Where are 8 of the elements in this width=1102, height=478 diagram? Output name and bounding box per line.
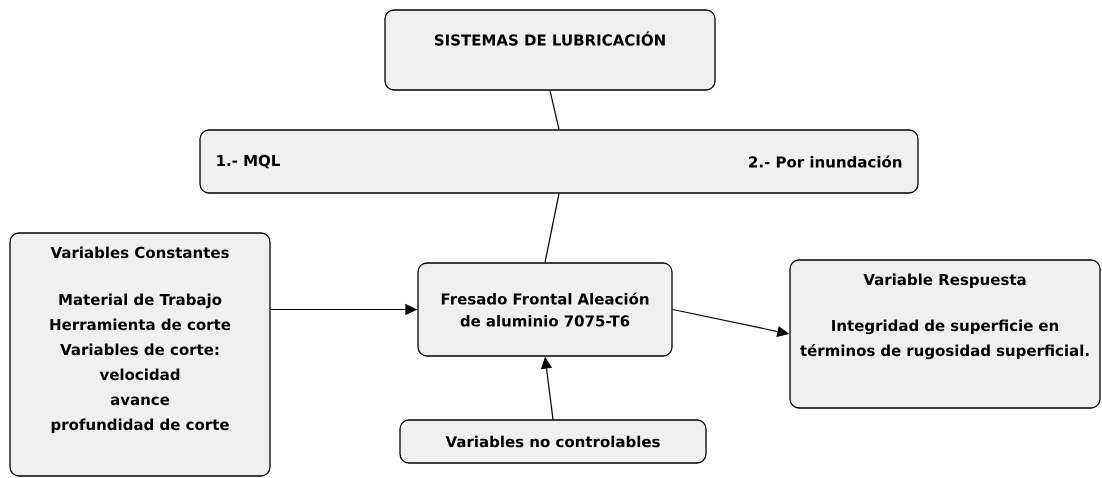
connector-line [549,90,560,130]
process-box: Variables Constantes Material de Trabajo Herramienta de corte Variables de corte: velocidad avance profundidad de corte [9,232,271,477]
category-band: 1.- MQL 2.- Por inundación [199,129,919,194]
process-box: Variables no controlables [399,419,707,464]
process-box: Fresado Frontal Aleación de aluminio 7075-T6 [417,262,673,357]
connector-line [544,193,560,263]
process-box: Variable Respuesta Integridad de superficie en términos de rugosidad superficial. [789,259,1101,409]
title-box: SISTEMAS DE LUBRICACIÓN [384,9,716,91]
